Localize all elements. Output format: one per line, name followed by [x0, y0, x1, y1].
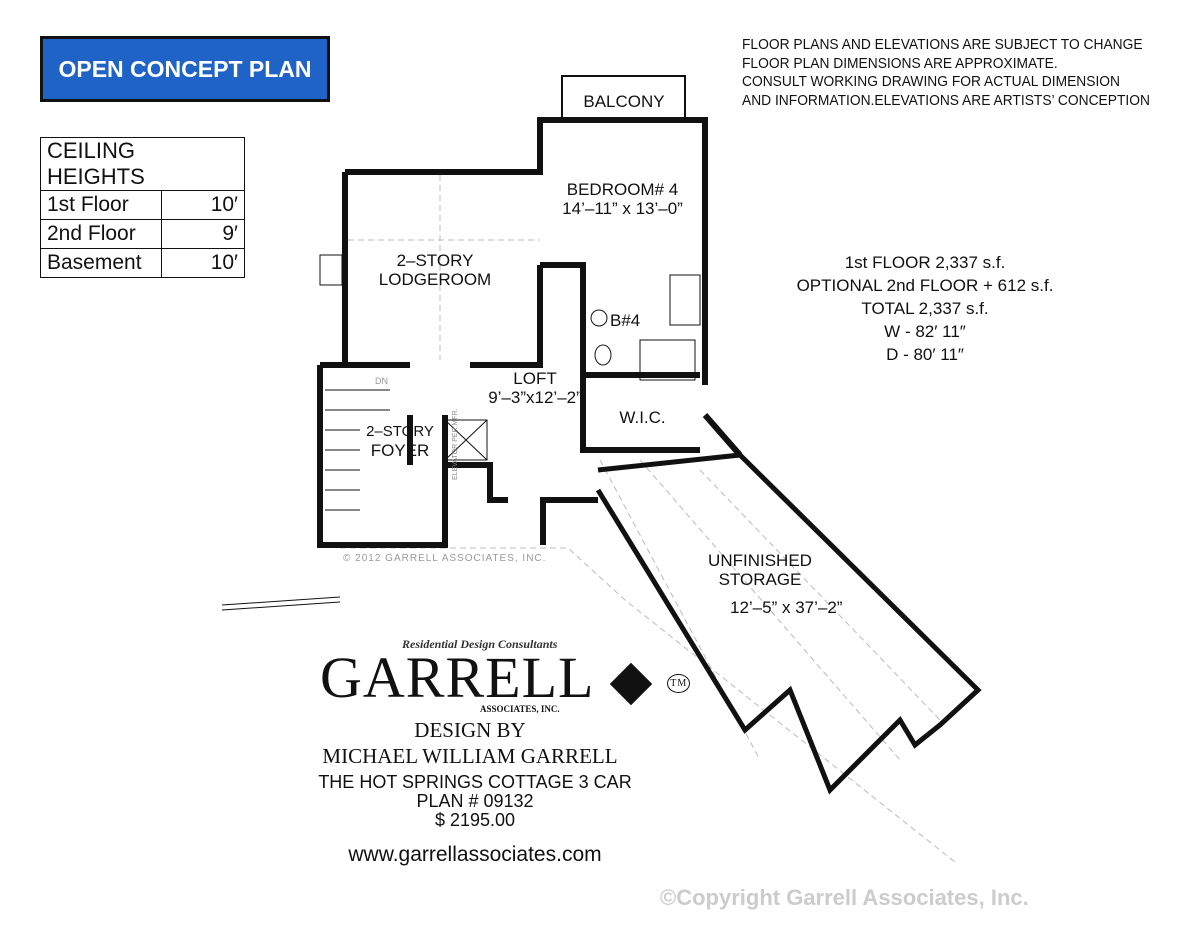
- height-value: 9′: [161, 219, 245, 249]
- ceiling-heights-header: CEILING HEIGHTS: [40, 137, 245, 191]
- garrell-logo: GARRELL TM: [320, 649, 691, 707]
- stat-line: D - 80′ 11″: [886, 345, 964, 364]
- room-name: BEDROOM# 4: [566, 180, 679, 199]
- designer-name: MICHAEL WILLIAM GARRELL: [322, 744, 618, 768]
- design-by-label: DESIGN BY: [414, 718, 526, 742]
- disclaimer-notes: FLOOR PLANS AND ELEVATIONS ARE SUBJECT T…: [742, 36, 1150, 110]
- stat-line: 1st FLOOR 2,337 s.f.: [844, 253, 1006, 272]
- square-footage-stats: 1st FLOOR 2,337 s.f. OPTIONAL 2nd FLOOR …: [760, 251, 1090, 366]
- room-name: STORAGE: [718, 570, 802, 589]
- room-name: UNFINISHED: [708, 551, 812, 570]
- designer-credit: DESIGN BY MICHAEL WILLIAM GARRELL: [300, 717, 640, 769]
- room-unfinished-storage: UNFINISHED STORAGE 12’–5” x 37’–2”: [690, 551, 843, 617]
- note-line: FLOOR PLANS AND ELEVATIONS ARE SUBJECT T…: [742, 36, 1143, 53]
- room-balcony: BALCONY: [583, 92, 665, 111]
- note-line: CONSULT WORKING DRAWING FOR ACTUAL DIMEN…: [742, 73, 1120, 90]
- room-dimensions: 14’–11” x 13’–0”: [562, 199, 683, 218]
- stairs-down-label: DN: [375, 376, 388, 386]
- trademark-badge: TM: [667, 673, 691, 693]
- elevator-icon: [444, 419, 488, 461]
- note-line: FLOOR PLAN DIMENSIONS ARE APPROXIMATE.: [742, 54, 1058, 72]
- website-url: www.garrellassociates.com: [348, 843, 602, 866]
- floor-label: 1st Floor: [40, 190, 162, 220]
- logo-tagline: Residential Design Consultants: [402, 637, 558, 651]
- sink-icon: [590, 309, 608, 327]
- room-loft: LOFT 9’–3”x12’–2”: [480, 369, 590, 407]
- stat-line: W - 82′ 11″: [884, 322, 966, 341]
- room-name: LODGEROOM: [378, 270, 492, 289]
- shower-icon: [639, 339, 696, 381]
- room-wic: W.I.C.: [619, 408, 666, 427]
- elevator-label: ELEVATOR PER MFR.: [452, 408, 459, 480]
- room-name: FOYER: [370, 441, 430, 460]
- stat-line: OPTIONAL 2nd FLOOR + 612 s.f.: [796, 276, 1054, 295]
- plan-title-banner: OPEN CONCEPT PLAN: [40, 36, 330, 102]
- copyright-small: © 2012 GARRELL ASSOCIATES, INC.: [343, 553, 547, 564]
- room-name: 2–STORY: [396, 251, 474, 270]
- fireplace-icon: [319, 254, 343, 286]
- logo-subtitle: ASSOCIATES, INC.: [480, 704, 560, 714]
- plan-number: PLAN # 09132: [416, 791, 534, 811]
- room-dimensions: 9’–3”x12’–2”: [488, 388, 582, 407]
- room-name: LOFT: [513, 369, 557, 388]
- room-foyer: 2–STORY FOYER: [356, 422, 444, 460]
- plan-info: THE HOT SPRINGS COTTAGE 3 CAR PLAN # 091…: [300, 773, 650, 830]
- room-dimensions: 12’–5” x 37’–2”: [730, 598, 843, 617]
- height-value: 10′: [161, 248, 245, 278]
- plan-title: OPEN CONCEPT PLAN: [58, 55, 312, 82]
- plan-price: $ 2195.00: [434, 810, 516, 830]
- toilet-icon: [594, 344, 612, 366]
- room-bath-4: B#4: [610, 311, 641, 330]
- fixtures: [221, 254, 701, 611]
- floor-label: Basement: [40, 248, 162, 278]
- stat-line: TOTAL 2,337 s.f.: [861, 299, 989, 318]
- copyright-watermark: ©Copyright Garrell Associates, Inc.: [660, 885, 1029, 910]
- room-name: 2–STORY: [366, 423, 434, 440]
- room-lodgeroom: 2–STORY LODGEROOM: [350, 251, 520, 289]
- plan-name: THE HOT SPRINGS COTTAGE 3 CAR: [318, 772, 632, 792]
- room-bedroom-4: BEDROOM# 4 14’–11” x 13’–0”: [540, 180, 705, 218]
- diamond-icon: [609, 662, 652, 705]
- note-line: AND INFORMATION.ELEVATIONS ARE ARTISTS’ …: [742, 91, 1150, 109]
- bathtub-icon: [669, 274, 701, 326]
- logo-wordmark: GARRELL: [320, 645, 593, 710]
